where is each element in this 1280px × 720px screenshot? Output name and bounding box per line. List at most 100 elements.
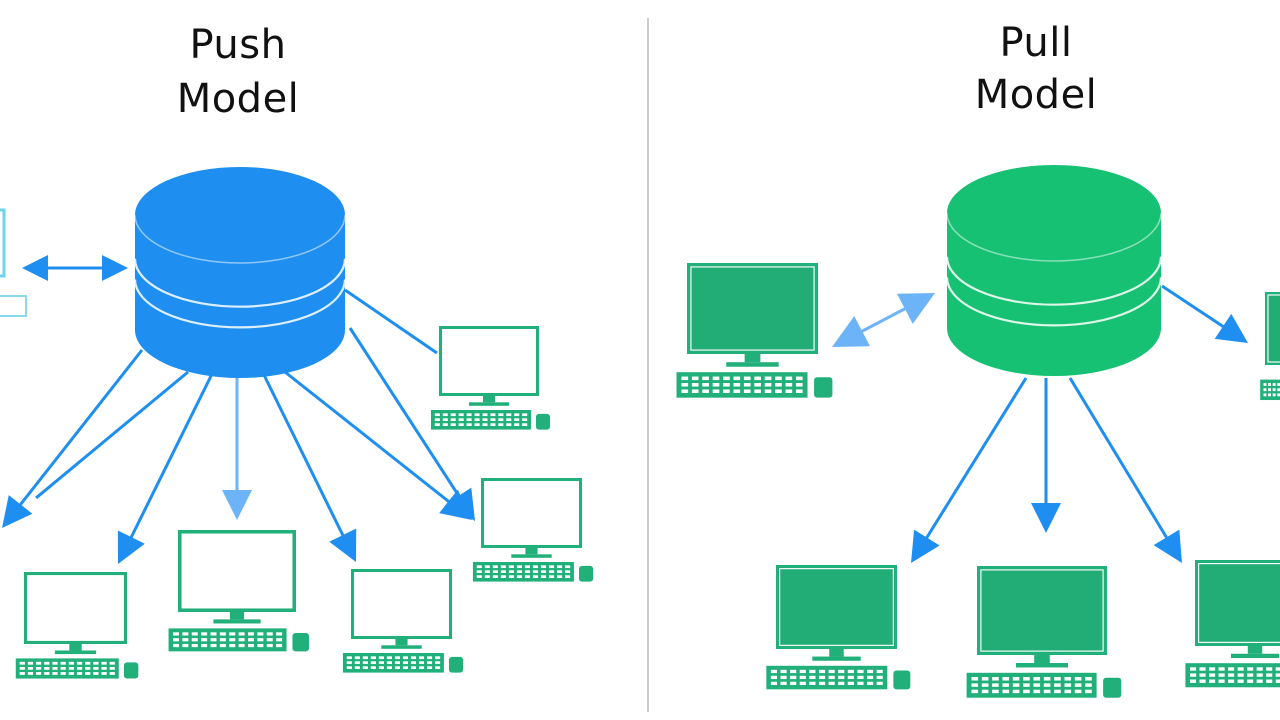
keyboard-key xyxy=(476,570,482,574)
keyboard-key xyxy=(506,423,512,427)
keyboard-key xyxy=(182,638,189,642)
arrow-head xyxy=(102,255,128,281)
arrow-head xyxy=(832,316,871,347)
keyboard-key xyxy=(1277,388,1280,392)
keyboard-key xyxy=(1268,383,1272,386)
keyboard-key xyxy=(723,383,730,387)
keyboard-key xyxy=(1054,677,1061,681)
keyboard-key xyxy=(442,413,448,417)
keyboard-key xyxy=(1209,667,1216,671)
keyboard-key xyxy=(795,383,803,387)
keyboard-key xyxy=(238,643,245,648)
keyboard-key xyxy=(818,669,826,674)
mouse xyxy=(578,565,594,582)
keyboard-key xyxy=(1266,679,1273,683)
keyboard-key xyxy=(498,418,504,422)
keyboard-key xyxy=(809,675,816,680)
keyboard-key xyxy=(876,669,883,674)
monitor-screen xyxy=(484,481,579,545)
keyboard-key xyxy=(971,689,979,694)
keyboard-key xyxy=(867,669,874,674)
keyboard-key xyxy=(1023,689,1030,694)
keyboard-key xyxy=(556,565,563,569)
push-title-line1: Push xyxy=(190,22,287,68)
keyboard-key xyxy=(201,643,208,648)
keyboard-key xyxy=(418,656,425,660)
keyboard-key xyxy=(1268,388,1272,392)
keyboard-key xyxy=(540,565,547,569)
arrow-shaft xyxy=(127,371,215,544)
keyboard-key xyxy=(681,383,689,387)
keyboard-key xyxy=(516,575,522,579)
keyboard-key xyxy=(76,672,83,675)
keyboard-key xyxy=(754,389,761,394)
keyboard-key xyxy=(210,643,217,648)
keyboard-key xyxy=(691,389,699,394)
computer-icon xyxy=(766,565,911,690)
keyboard-key xyxy=(68,661,74,665)
keyboard-key xyxy=(93,661,99,665)
computer-icon xyxy=(1185,560,1280,688)
keyboard-key xyxy=(795,389,803,394)
keyboard-key xyxy=(247,638,254,642)
database-band-line xyxy=(133,279,347,329)
keyboard-key xyxy=(556,570,563,574)
keyboard-key xyxy=(450,423,456,427)
keyboard-key xyxy=(276,632,283,636)
keyboard-key xyxy=(548,570,555,574)
keyboard-key xyxy=(522,423,528,427)
keyboard-key xyxy=(257,638,264,642)
keyboard-key xyxy=(52,672,58,675)
keyboard-key xyxy=(173,643,180,648)
arrow-shaft xyxy=(262,374,347,542)
keyboard-key xyxy=(418,661,425,665)
keyboard-key xyxy=(1012,689,1020,694)
mouse xyxy=(1103,677,1122,698)
keyboard-key xyxy=(219,643,226,648)
keyboard-key xyxy=(484,565,490,569)
keyboard-key xyxy=(476,565,482,569)
database-band-line xyxy=(945,256,1163,306)
keyboard-key xyxy=(1074,677,1082,681)
keyboard-key xyxy=(434,413,440,417)
keyboard-key xyxy=(1272,393,1276,397)
keyboard-key xyxy=(1268,393,1272,397)
keyboard-key xyxy=(210,638,217,642)
keyboard-key xyxy=(508,565,514,569)
keyboard-key xyxy=(101,661,107,665)
keyboard-key xyxy=(1023,683,1030,687)
keyboard-key xyxy=(266,638,273,642)
monitor-stand xyxy=(829,649,844,657)
keyboard-key xyxy=(474,413,480,417)
keyboard-key xyxy=(182,632,189,636)
keyboard-key xyxy=(370,661,376,665)
keyboard-key xyxy=(785,376,793,381)
database-rim xyxy=(946,212,1162,262)
keyboard-key xyxy=(1074,689,1082,694)
keyboard-key xyxy=(492,575,498,579)
keyboard-key xyxy=(1054,689,1061,694)
computer-icon xyxy=(472,478,594,582)
keyboard-key xyxy=(484,570,490,574)
keyboard-key xyxy=(564,575,571,579)
keyboard-key xyxy=(370,666,376,670)
keyboard-key xyxy=(474,418,480,422)
keyboard-key xyxy=(992,683,999,687)
keyboard-key xyxy=(1237,673,1244,677)
keyboard-key xyxy=(482,413,488,417)
arrow-shaft xyxy=(15,349,144,511)
keyboard-key xyxy=(402,666,409,670)
arrow-head xyxy=(22,255,48,281)
keyboard-key xyxy=(754,383,761,387)
monitor-stand xyxy=(483,396,495,403)
keyboard-key xyxy=(532,570,539,574)
monitor-base xyxy=(213,619,261,624)
keyboard-key xyxy=(1002,689,1010,694)
push-database-icon xyxy=(133,167,347,378)
keyboard-key xyxy=(500,575,506,579)
keyboard-key xyxy=(1199,673,1206,677)
keyboard-key xyxy=(506,418,512,422)
keyboard-key xyxy=(764,389,772,394)
computer-icon xyxy=(342,569,464,673)
